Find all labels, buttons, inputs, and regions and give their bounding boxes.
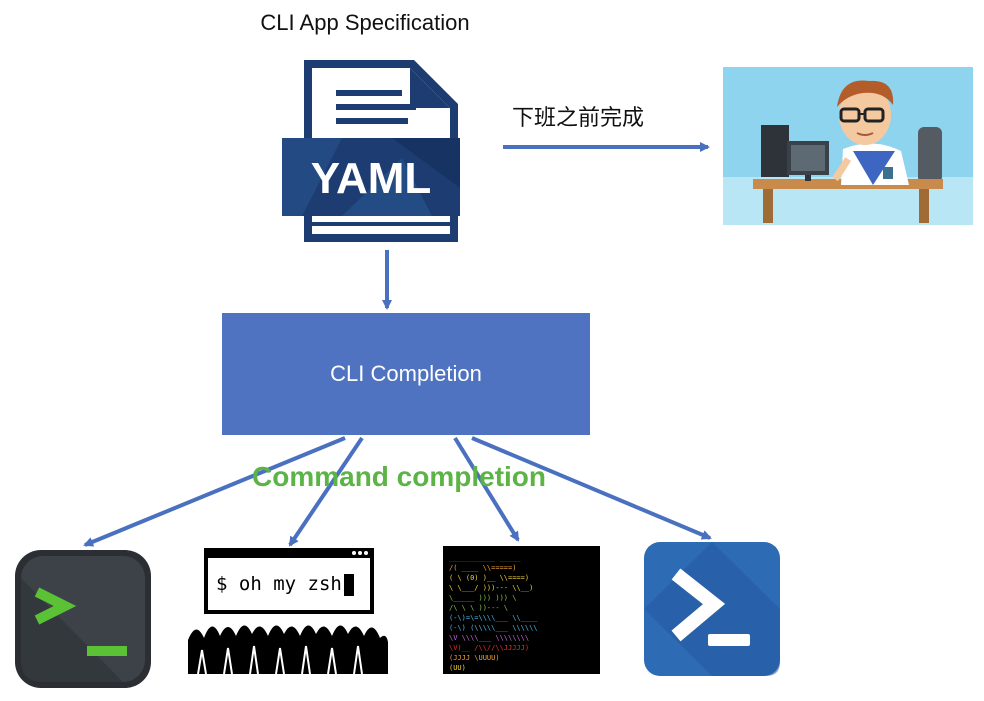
svg-text:( \ (0) )__ \\====): ( \ (0) )__ \\====) (449, 574, 529, 582)
developer-illustration (723, 67, 973, 225)
svg-text:\_____ ))) ))) \: \_____ ))) ))) \ (449, 594, 516, 602)
arrow-to-ascii-terminal (453, 436, 520, 542)
svg-text:(JJJJ \UUUU): (JJJJ \UUUU) (449, 654, 500, 662)
svg-text:(-\) (\\\\\___ \\\\\\: (-\) (\\\\\___ \\\\\\ (449, 624, 538, 632)
svg-text:(UU): (UU) (449, 664, 466, 672)
ohmyzsh-prompt: $ oh my zsh (216, 573, 342, 595)
terminal-app-icon (15, 550, 151, 688)
cli-completion-label: CLI Completion (330, 361, 482, 386)
svg-text:/\ \ \ ))--- \: /\ \ \ ))--- \ (449, 604, 508, 612)
arrow-to-ohmyzsh (288, 436, 364, 547)
cli-completion-box: CLI Completion (222, 313, 590, 435)
svg-text:\V \\\\___ \\\\\\\\: \V \\\\___ \\\\\\\\ (449, 634, 529, 642)
powershell-icon (644, 542, 780, 676)
svg-text:___________ _____: ___________ _____ (449, 554, 521, 562)
svg-text:/( ____ \\=====): /( ____ \\=====) (449, 564, 516, 572)
ascii-art-terminal-icon: ___________ _____ /( ____ \\=====) ( \ (… (443, 546, 600, 674)
diagram-title: CLI App Specification (260, 10, 470, 35)
arrow-to-terminal-app (83, 436, 346, 547)
arrow-to-powershell (471, 436, 712, 540)
deadline-label: 下班之前完成 (512, 106, 645, 131)
yaml-file-icon: YAML (282, 60, 460, 242)
command-completion-label: Command completion (252, 461, 547, 492)
yaml-label: YAML (311, 154, 432, 203)
ohmyzsh-illustration: $ oh my zsh (188, 548, 388, 674)
svg-text:\ \___/ )))--- \\__): \ \___/ )))--- \\__) (449, 584, 533, 592)
svg-text:(-\)=\=\\\\___ \\____: (-\)=\=\\\\___ \\____ (449, 614, 538, 622)
svg-text:\V)__ /\\//\\JJJJJ): \V)__ /\\//\\JJJJJ) (449, 644, 529, 652)
